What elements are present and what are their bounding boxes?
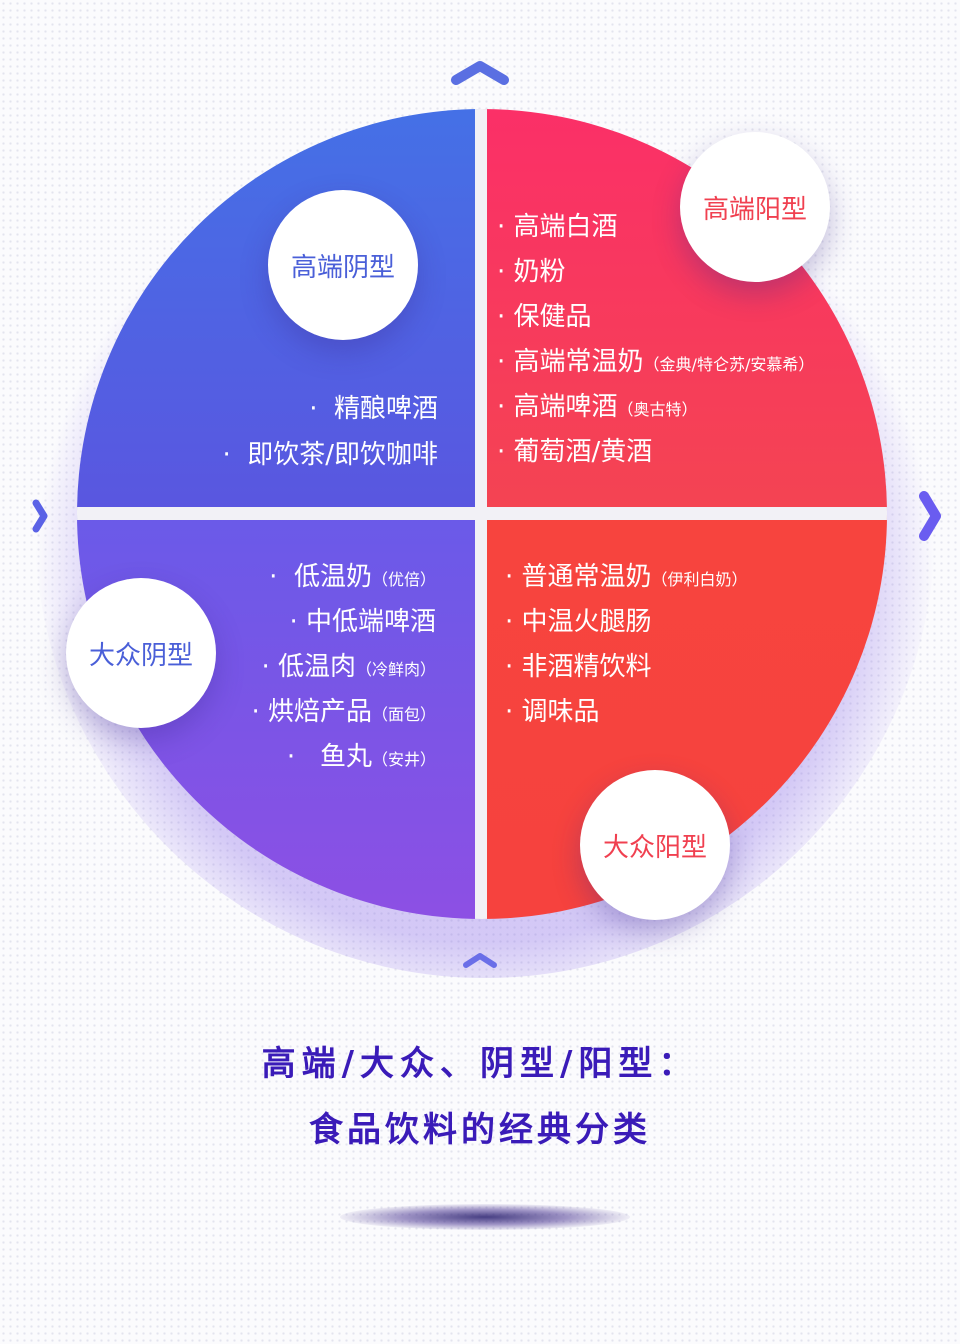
list-item: · 调味品 — [505, 697, 600, 727]
list-item: · 保健品 — [497, 302, 592, 332]
list-item: · 高端常温奶（金典/特仑苏/安慕希） — [497, 347, 815, 377]
list-item: · 低温奶（优倍） — [269, 562, 436, 592]
list-item: · 中低端啤酒 — [289, 607, 436, 637]
list-item: · 即饮茶/即饮咖啡 — [222, 440, 438, 470]
chevron-left-icon — [32, 499, 48, 533]
chevron-right-icon — [919, 491, 941, 541]
list-item: · 鱼丸（安井） — [286, 742, 436, 772]
chevron-up-icon — [451, 61, 509, 85]
caption-line-1: 高端/大众、阴型/阳型： — [261, 1044, 699, 1084]
list-item: · 高端啤酒（奥古特） — [497, 392, 698, 422]
shadow-plate — [340, 1204, 630, 1230]
chevron-up-small-icon — [463, 953, 497, 968]
list-item: · 奶粉 — [497, 257, 566, 287]
list-item: · 低温肉（冷鲜肉） — [261, 652, 436, 682]
divider-horizontal — [77, 507, 887, 520]
list-item: · 普通常温奶（伊利白奶） — [505, 562, 748, 592]
list-item: · 中温火腿肠 — [505, 607, 652, 637]
list-item: · 烘焙产品（面包） — [251, 697, 436, 727]
list-item: · 葡萄酒/黄酒 — [497, 437, 653, 467]
label-mass-yin: 大众阴型 — [66, 578, 216, 728]
list-item: · 精酿啤酒 — [309, 394, 438, 424]
list-item: · 非酒精饮料 — [505, 652, 652, 682]
list-item: · 高端白酒 — [497, 212, 618, 242]
label-high-end-yin: 高端阴型 — [268, 190, 418, 340]
caption-line-2: 食品饮料的经典分类 — [309, 1110, 651, 1150]
label-high-end-yang: 高端阳型 — [680, 132, 830, 282]
label-mass-yang: 大众阳型 — [580, 770, 730, 920]
